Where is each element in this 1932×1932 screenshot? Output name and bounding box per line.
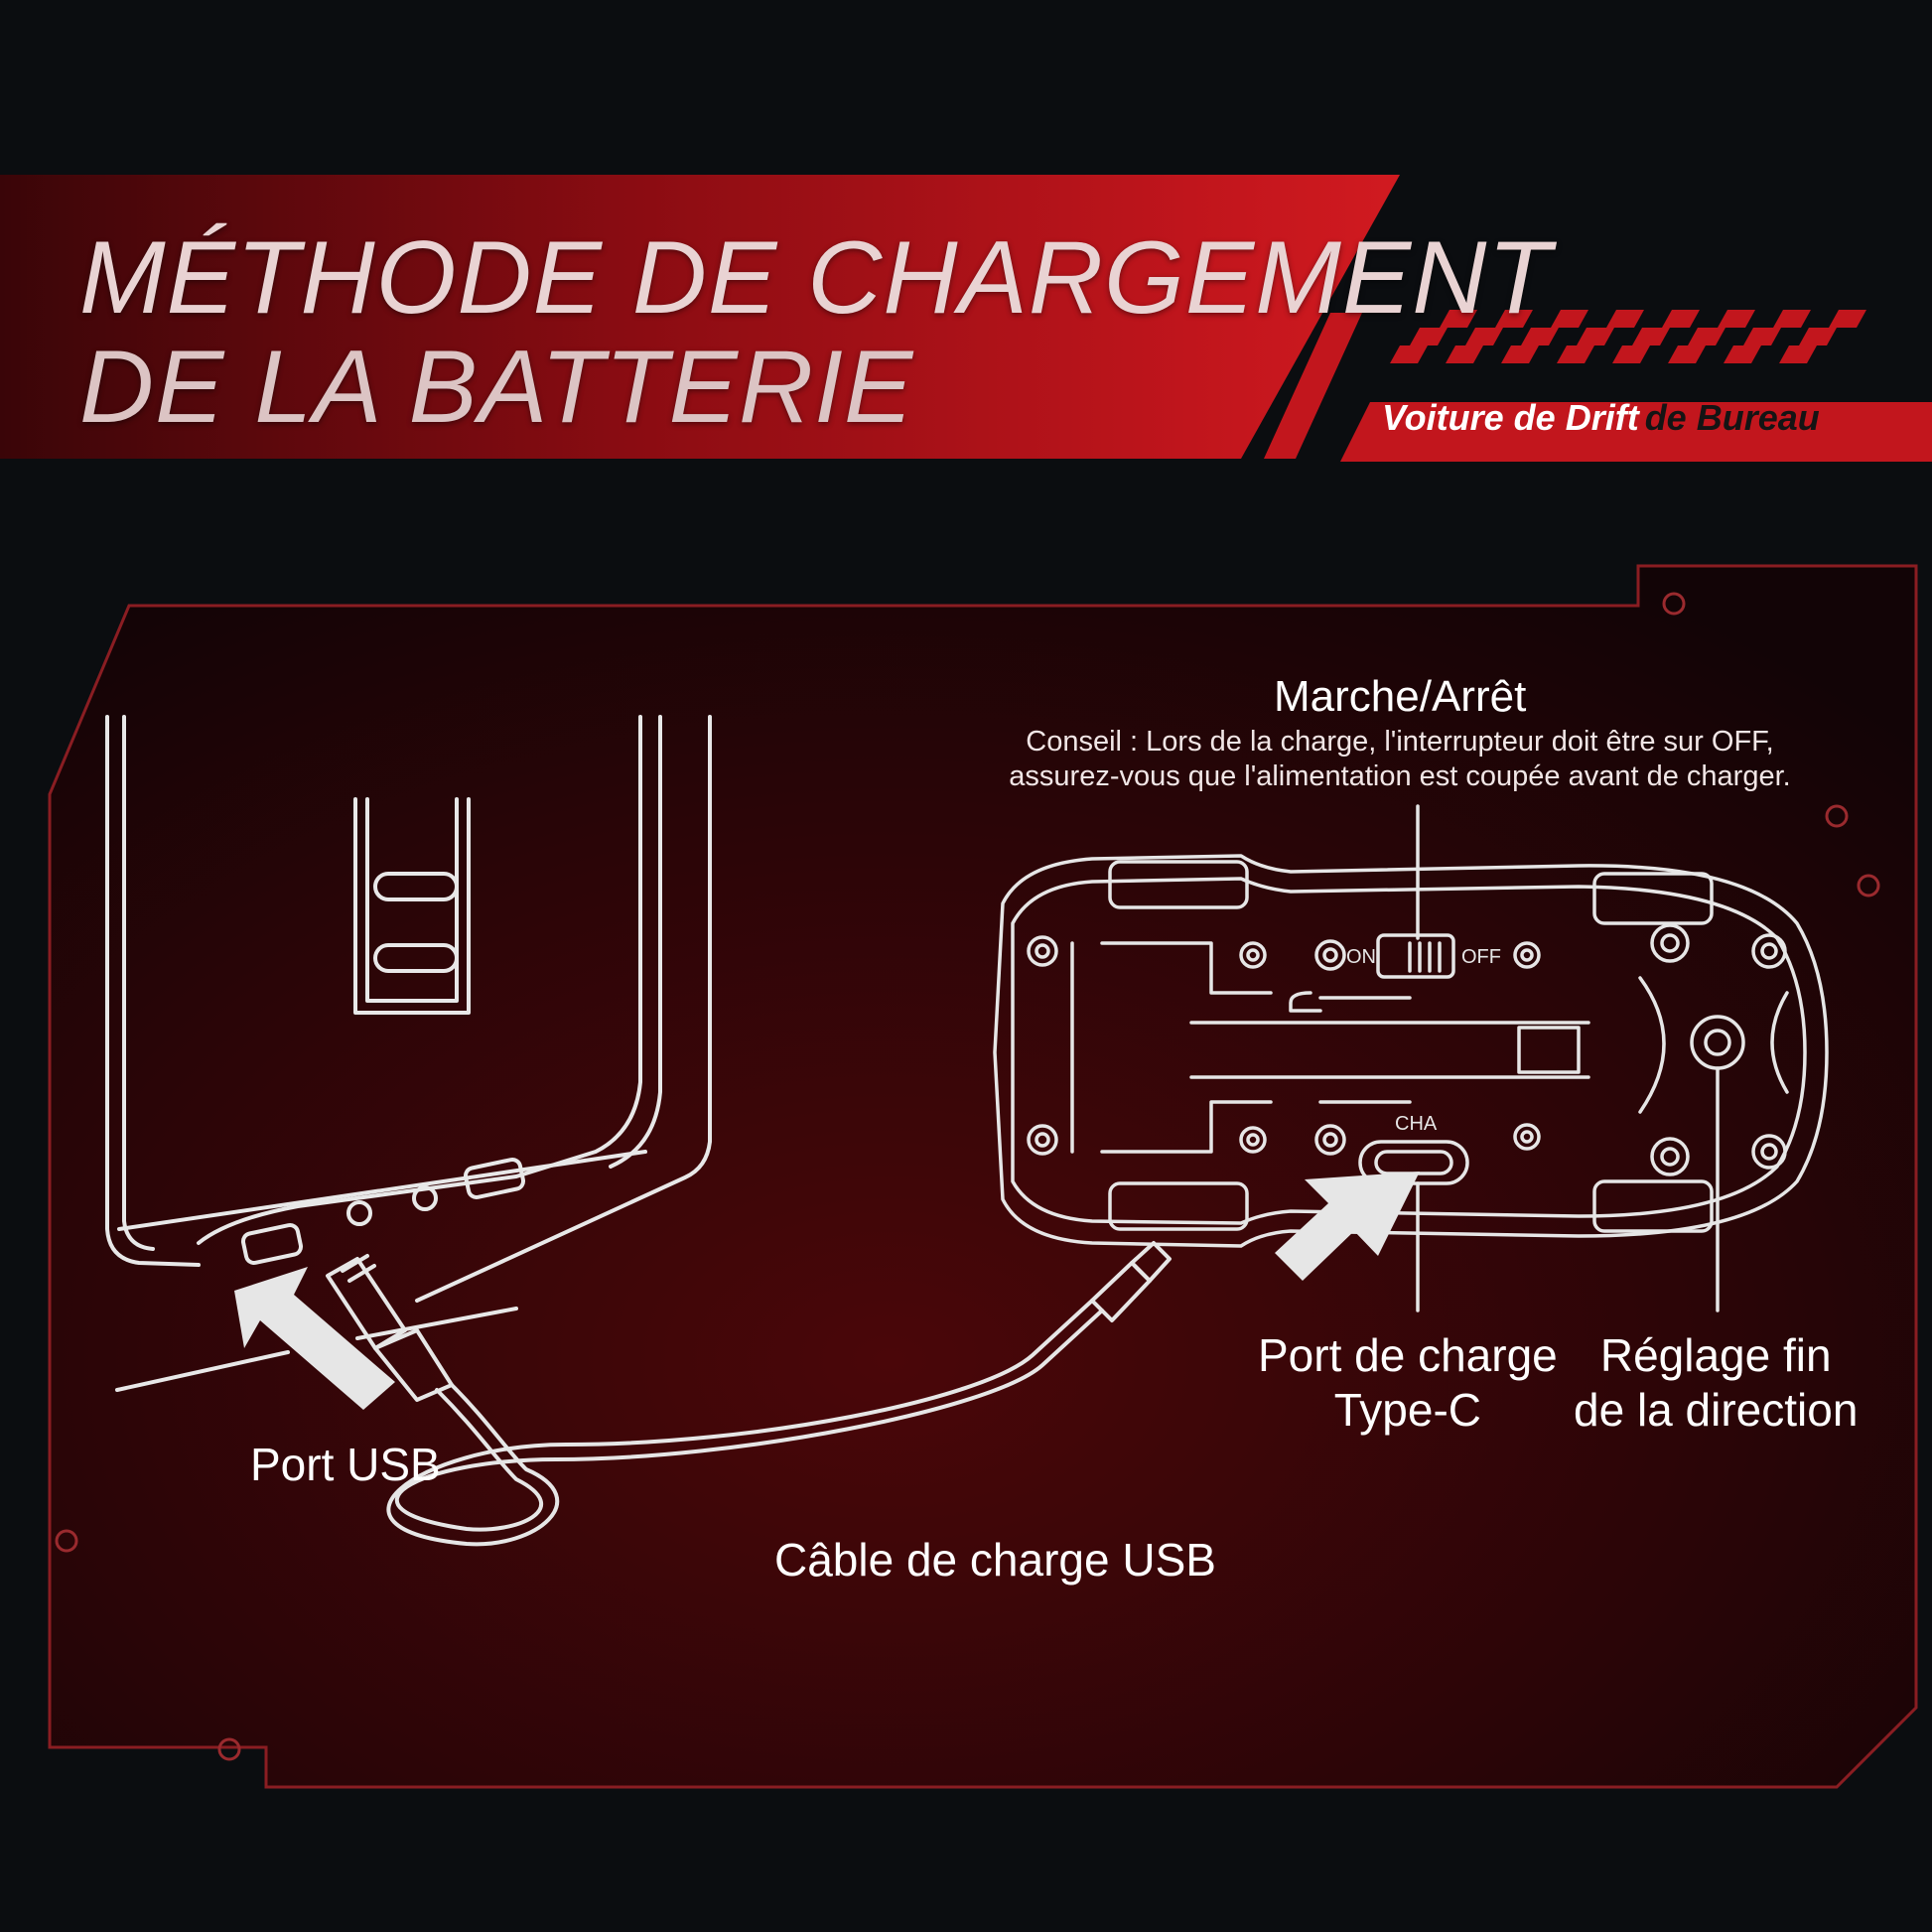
tagline-part2: de Bureau: [1644, 397, 1820, 438]
car-chassis-outline-icon: [993, 804, 1829, 1312]
checkered-flag-pattern: [1390, 310, 1866, 363]
banner-stripe-right: [1340, 402, 1932, 462]
steering-trim-label: Réglage fin de la direction: [1574, 1328, 1858, 1438]
switch-off-marking: OFF: [1461, 946, 1501, 968]
typec-port-label: Port de charge Type-C: [1258, 1328, 1558, 1438]
panel-frame: [48, 564, 1918, 1789]
tip-line1: Conseil : Lors de la charge, l'interrupt…: [1026, 726, 1774, 758]
tip-line2: assurez-vous que l'alimentation est coup…: [1009, 759, 1791, 792]
port-marking: CHA: [1395, 1113, 1438, 1135]
banner-stripe-thin: [1264, 313, 1362, 459]
arrow-icon: [234, 1172, 1420, 1410]
usb-port-label: Port USB: [250, 1439, 441, 1490]
banner-title-line2: DE LA BATTERIE: [79, 330, 914, 445]
trim-line2: de la direction: [1574, 1384, 1859, 1437]
charging-tip: Conseil : Lors de la charge, l'interrupt…: [953, 725, 1847, 794]
usb-cable-label: Câble de charge USB: [774, 1534, 1216, 1586]
usb-cable-icon: [326, 1241, 1172, 1547]
panel-screw-holes: [55, 592, 1880, 1761]
laptop-outline-icon: [105, 715, 712, 1392]
typec-line1: Port de charge: [1258, 1329, 1558, 1381]
switch-title: Marche/Arrêt: [1274, 672, 1527, 721]
trim-line1: Réglage fin: [1599, 1329, 1832, 1381]
banner-red-band: [0, 175, 1400, 459]
banner-title-line1: MÉTHODE DE CHARGEMENT: [79, 220, 1552, 336]
typec-line2: Type-C: [1333, 1384, 1481, 1437]
chassis-markings: ON OFF CHA: [1346, 946, 1501, 1135]
switch-on-marking: ON: [1346, 946, 1376, 968]
tagline-part1: Voiture de Drift: [1382, 397, 1639, 438]
